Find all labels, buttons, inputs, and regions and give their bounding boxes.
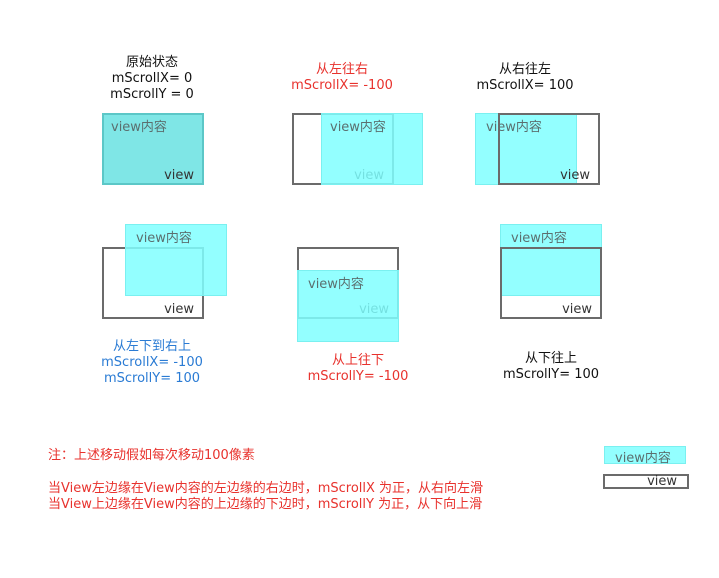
caption-title: 从左往右 <box>315 62 368 77</box>
note-line-1: 注：上述移动假如每次移动100像素 <box>48 448 255 463</box>
view-content-label: view内容 <box>136 231 192 246</box>
view-content-label: view内容 <box>308 277 364 292</box>
caption-scroll-y: mScrollY= -100 <box>307 369 409 384</box>
legend-view-swatch: view <box>603 474 689 489</box>
caption-scroll-y: mScrollY= 100 <box>502 367 600 382</box>
caption-scroll-x: mScrollX= 0 <box>111 71 193 86</box>
caption-title: 从上往下 <box>331 353 384 368</box>
caption-top-to-bottom: 从上往下 mScrollY= -100 <box>298 353 418 385</box>
caption-scroll-y: mScrollY= 100 <box>103 371 201 386</box>
view-content-box: view内容 <box>125 224 227 296</box>
caption-scroll-x: mScrollX= -100 <box>101 355 203 370</box>
view-frame: view <box>102 113 204 185</box>
caption-left-to-right: 从左往右 mScrollX= -100 <box>282 62 402 94</box>
view-content-box: view内容 <box>297 270 399 342</box>
view-frame: view <box>500 247 602 319</box>
view-label: view <box>560 168 590 183</box>
caption-bottom-to-top: 从下往上 mScrollY= 100 <box>491 351 611 383</box>
legend-view-label: view <box>647 474 677 489</box>
view-label: view <box>164 168 194 183</box>
legend-view-content-swatch: view内容 <box>604 446 686 466</box>
legend-view-content-label: view内容 <box>615 451 671 466</box>
caption-scroll-x: mScrollX= -100 <box>291 78 393 93</box>
caption-original-state: 原始状态 mScrollX= 0 mScrollY = 0 <box>102 55 202 103</box>
caption-title: 从左下到右上 <box>112 339 191 354</box>
view-content-box: view内容 <box>102 113 204 185</box>
view-content-label: view内容 <box>511 231 567 246</box>
view-content-box: view内容 <box>321 113 423 185</box>
note-line-3: 当View上边缘在View内容的上边缘的下边时，mScrollY 为正，从下向上… <box>48 497 483 512</box>
caption-title: 从右往左 <box>498 62 551 77</box>
view-label: view <box>562 302 592 317</box>
caption-title: 原始状态 <box>125 55 178 70</box>
caption-scroll-y: mScrollY = 0 <box>110 87 194 102</box>
caption-bottom-left-to-top-right: 从左下到右上 mScrollX= -100 mScrollY= 100 <box>92 339 212 387</box>
view-content-label: view内容 <box>111 120 167 135</box>
view-frame: view <box>498 113 600 185</box>
note-line-2: 当View左边缘在View内容的左边缘的右边时，mScrollX 为正，从右向左… <box>48 481 484 496</box>
caption-right-to-left: 从右往左 mScrollX= 100 <box>465 62 585 94</box>
caption-scroll-x: mScrollX= 100 <box>476 78 574 93</box>
caption-title: 从下往上 <box>524 351 577 366</box>
view-label: view <box>164 302 194 317</box>
view-content-label: view内容 <box>330 120 386 135</box>
